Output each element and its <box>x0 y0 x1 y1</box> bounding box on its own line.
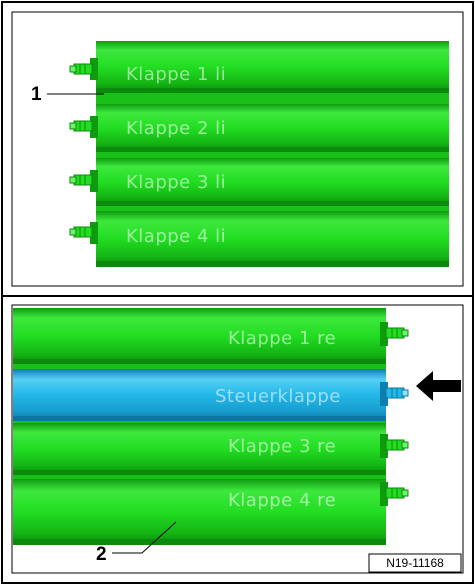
flap-label: Klappe 3 re <box>228 436 336 457</box>
top-panel <box>11 11 464 287</box>
flap-label: Klappe 1 re <box>228 328 336 349</box>
callout-number: 1 <box>31 84 42 105</box>
flap-klappe-3-re: Klappe 3 re <box>13 423 409 475</box>
flap-klappe-4-re: Klappe 4 re <box>13 479 409 545</box>
bottom-panel <box>11 304 464 574</box>
flap-klappe-4-li: Klappe 4 li <box>69 211 449 267</box>
callout-1: 1 <box>31 84 104 105</box>
pointer-arrow-icon <box>416 371 461 401</box>
flap-label: Klappe 4 li <box>126 226 226 247</box>
connector-icon <box>69 120 93 132</box>
connector-icon <box>385 387 409 399</box>
flap-label: Klappe 4 re <box>228 490 336 511</box>
flap-steuerklappe: Steuerklappe <box>13 369 409 421</box>
flap-label: Klappe 1 li <box>126 64 226 85</box>
callout-2: 2 <box>96 521 177 565</box>
connector-icon <box>385 327 409 339</box>
bottom-flap-group: Klappe 1 re Steuerklappe <box>13 308 409 545</box>
connector-icon <box>385 487 409 499</box>
flap-klappe-1-li: Klappe 1 li <box>69 41 449 93</box>
flap-klappe-2-li: Klappe 2 li <box>69 104 449 152</box>
connector-icon <box>69 63 93 75</box>
callout-number: 2 <box>96 544 107 565</box>
figure-id: N19-11168 <box>386 556 444 570</box>
flap-label: Steuerklappe <box>215 386 341 407</box>
flap-klappe-3-li: Klappe 3 li <box>69 158 449 206</box>
connector-icon <box>385 439 409 451</box>
figure-id-box: N19-11168 <box>368 553 462 573</box>
flap-label: Klappe 2 li <box>126 118 226 139</box>
flap-label: Klappe 3 li <box>126 172 226 193</box>
connector-icon <box>69 174 93 186</box>
top-flap-group: Klappe 1 li Klappe 2 li <box>69 41 449 267</box>
flap-klappe-1-re: Klappe 1 re <box>13 308 409 364</box>
connector-icon <box>69 226 93 238</box>
